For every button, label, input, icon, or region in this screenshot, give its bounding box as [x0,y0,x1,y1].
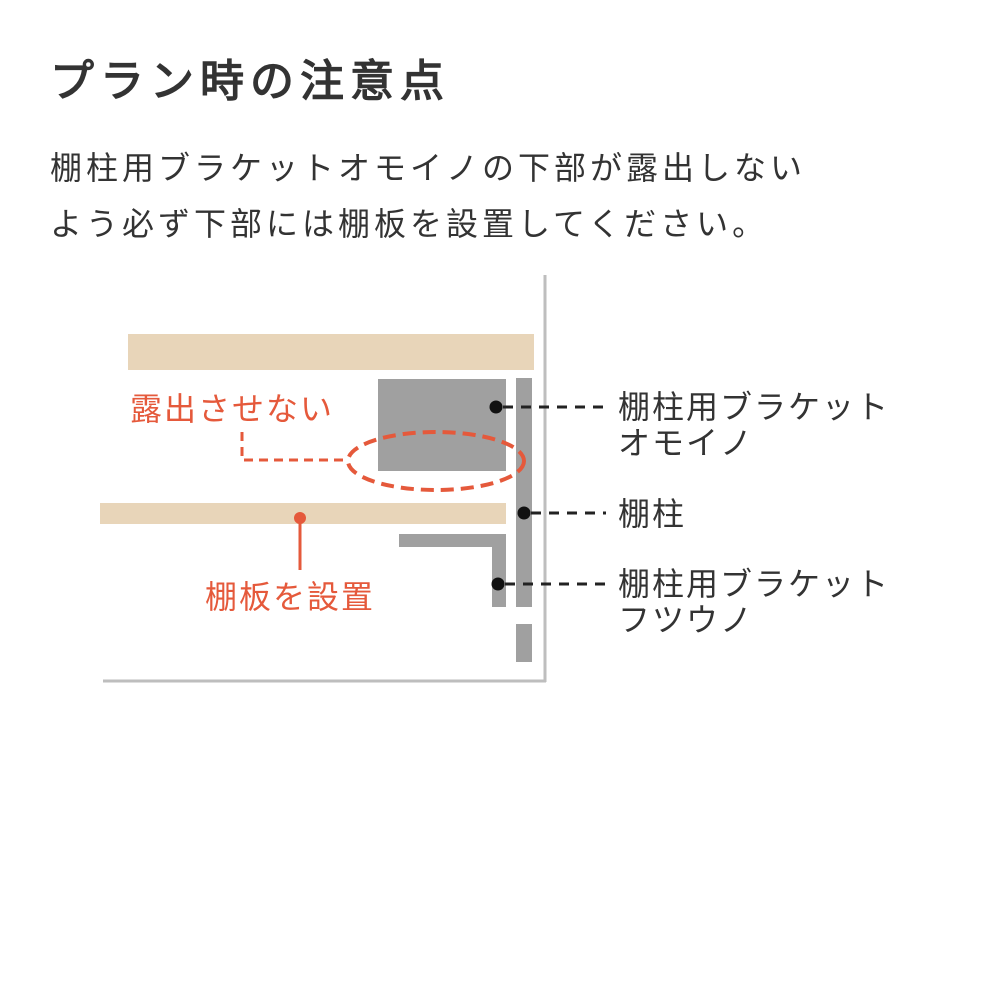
no-expose-leader-line [240,432,348,462]
shelf-board-upper [128,334,534,370]
shelf-post-marker [517,506,531,520]
shelf-post [516,378,532,607]
page-title: プラン時の注意点 [50,56,450,107]
description-line-1: 棚柱用ブラケットオモイノの下部が露出しない [50,149,807,187]
bracket-normal [399,534,506,607]
bracket-normal-label-line-2: フツウノ [618,601,754,639]
bracket-normal-label-line-1: 棚柱用ブラケット [618,565,890,603]
description-line-2: よう必ず下部には棚板を設置してください。 [50,205,769,243]
wall-outline [103,275,547,683]
description: 棚柱用ブラケットオモイノの下部が露出しない よう必ず下部には棚板を設置してくださ… [50,140,970,252]
bracket-normal-marker [491,577,505,591]
bracket-heavy-label-line-2: オモイノ [618,424,754,462]
bracket-heavy-label-line-1: 棚柱用ブラケット [618,388,890,426]
shelf-post-lower-segment [516,624,532,662]
install-shelf-annotation: 棚板を設置 [205,578,375,616]
highlight-ellipse [346,430,526,492]
bracket-heavy-marker [489,400,503,414]
bracket-heavy [378,379,506,471]
no-expose-annotation: 露出させない [130,390,334,428]
shelf-post-label: 棚柱 [618,495,686,533]
